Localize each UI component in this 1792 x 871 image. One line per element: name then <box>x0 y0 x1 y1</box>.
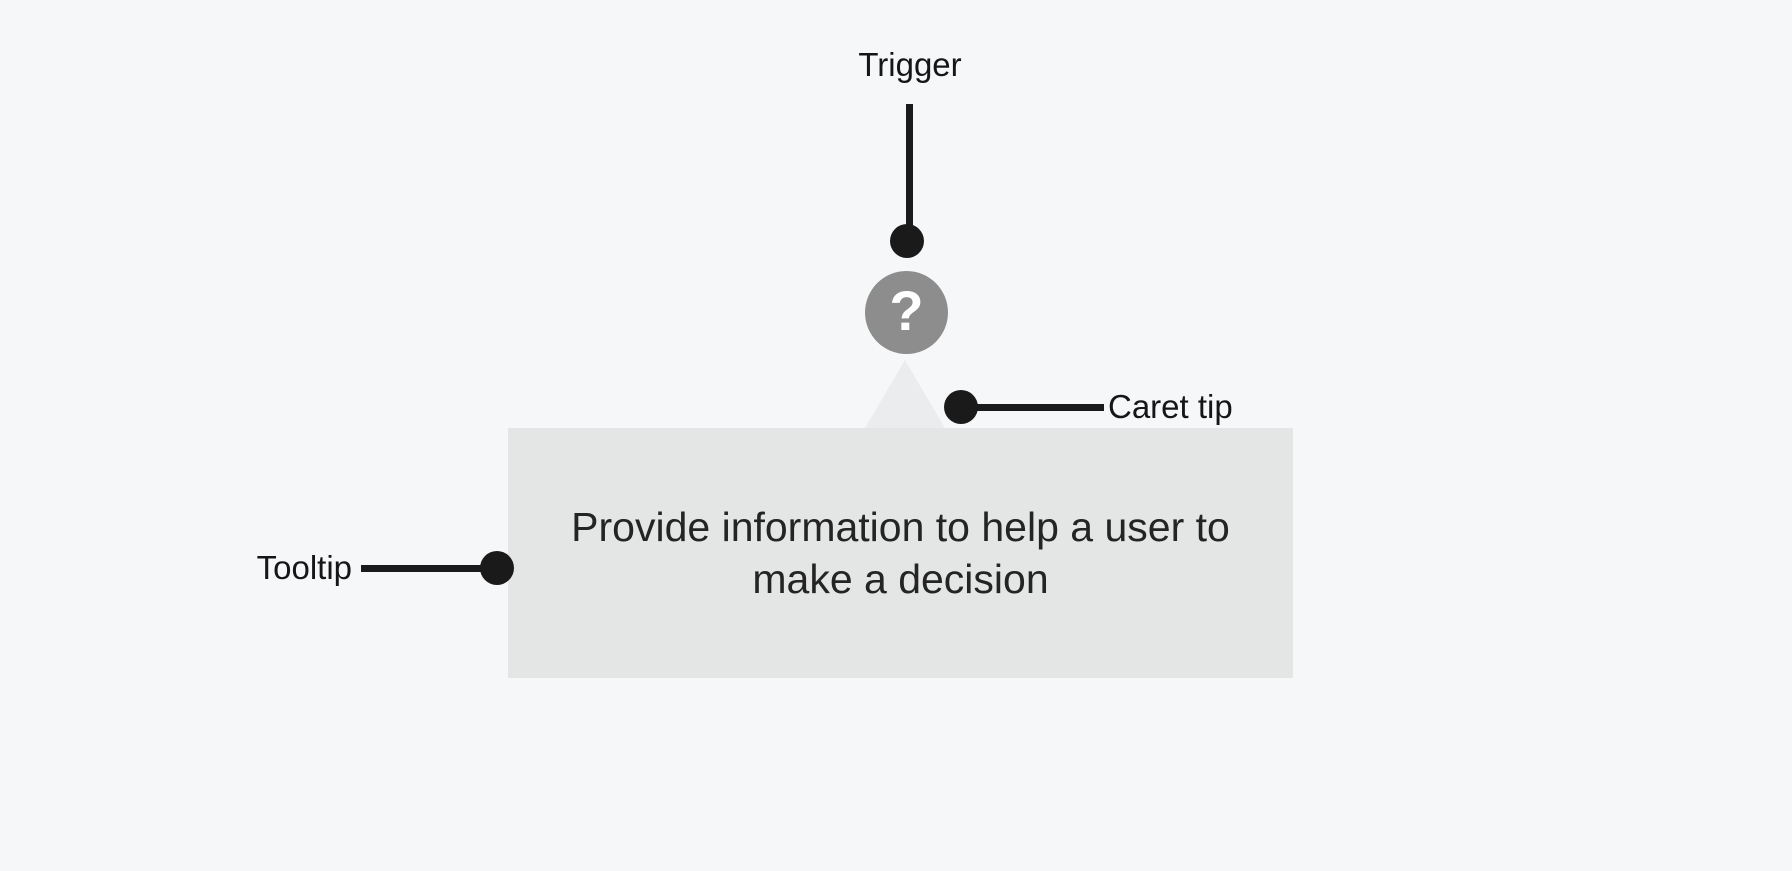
trigger-annotation-label: Trigger <box>858 46 962 83</box>
tooltip-body: Provide information to help a user to ma… <box>508 428 1293 678</box>
tooltip-text-line-2: make a decision <box>752 556 1049 602</box>
tooltip-connector-line <box>361 565 482 572</box>
tooltip-caret-tip <box>865 360 945 428</box>
question-mark-icon: ? <box>889 278 924 342</box>
tooltip-text: Provide information to help a user to ma… <box>571 501 1230 605</box>
tooltip-text-line-1: Provide information to help a user to <box>571 504 1230 550</box>
tooltip-annotation-label: Tooltip <box>256 549 352 586</box>
trigger-connector-dot <box>890 224 924 258</box>
caret-tip-connector-line <box>976 404 1104 411</box>
caret-tip-connector-dot <box>944 390 978 424</box>
help-trigger-button[interactable]: ? <box>865 271 948 354</box>
caret-tip-annotation-label: Caret tip <box>1108 388 1233 425</box>
trigger-connector-line <box>906 104 913 228</box>
tooltip-connector-dot <box>480 551 514 585</box>
